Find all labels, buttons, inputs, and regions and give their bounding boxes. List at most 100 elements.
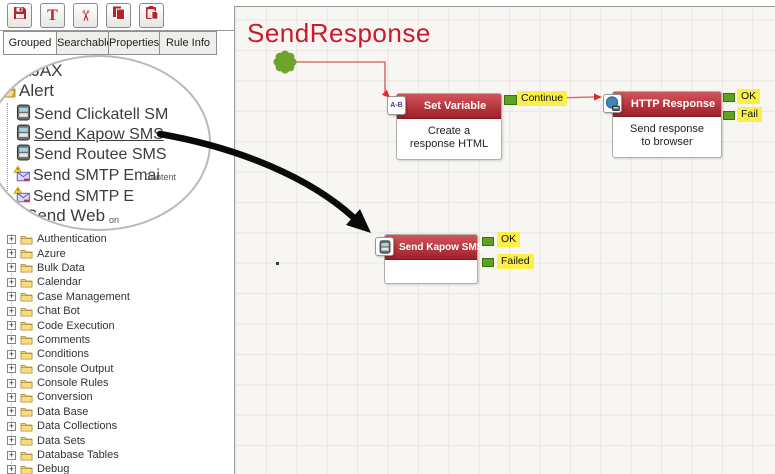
save-icon: [12, 5, 28, 26]
node-set-variable[interactable]: A-B Set Variable Create a response HTML: [387, 93, 502, 160]
tab-grouped[interactable]: Grouped: [3, 31, 57, 55]
folder-icon: [20, 349, 33, 360]
tree-row-label: Database Tables: [37, 449, 119, 462]
expander-plus-icon[interactable]: +: [7, 406, 16, 417]
folder-icon: [20, 421, 33, 432]
expander-plus-icon[interactable]: +: [7, 291, 16, 302]
tree-item-send-clickatell[interactable]: Send Clickatell SM: [16, 104, 168, 126]
tree-item-send-smtp-e[interactable]: Send SMTP E: [13, 186, 134, 208]
output-connector[interactable]: [504, 95, 517, 105]
tree-guide-line: [7, 103, 8, 227]
tree-row[interactable]: + Chat Bot: [0, 304, 232, 318]
tree-row[interactable]: + Code Execution: [0, 318, 232, 332]
folder-icon: [20, 320, 33, 331]
canvas-stray-dot: [276, 262, 279, 265]
output-connector[interactable]: [723, 111, 735, 120]
tree-row[interactable]: + Data Sets: [0, 433, 232, 447]
expander-plus-icon[interactable]: +: [7, 305, 16, 316]
expander-plus-icon[interactable]: +: [7, 248, 16, 259]
ab-icon: A-B: [390, 102, 403, 109]
background-text-fragment: on: [109, 215, 120, 225]
tree-row-label: Console Output: [37, 362, 114, 375]
edge-label-continue: Continue: [517, 91, 568, 106]
folder-icon: [20, 406, 33, 417]
sms-phone-icon: [16, 144, 31, 166]
node-title: Send Kapow SMS: [385, 235, 483, 260]
tree-row[interactable]: + Data Base: [0, 405, 232, 419]
folder-icon: [20, 363, 33, 374]
copy-button[interactable]: [106, 3, 131, 28]
output-connector[interactable]: [723, 93, 735, 102]
tree-row[interactable]: + Console Output: [0, 362, 232, 376]
expander-plus-icon[interactable]: +: [7, 391, 16, 402]
tree-item-send-routee-sms[interactable]: Send Routee SMS: [16, 144, 167, 166]
expander-plus-icon[interactable]: +: [7, 363, 16, 374]
tree-row[interactable]: + Console Rules: [0, 376, 232, 390]
folder-icon: [20, 291, 33, 302]
tree-row-label: Comments: [37, 333, 91, 346]
tab-searchable[interactable]: Searchable: [56, 31, 113, 55]
expander-plus-icon[interactable]: +: [7, 334, 16, 345]
expander-plus-icon[interactable]: +: [7, 320, 16, 331]
tab-bar: Grouped Searchable Properties Rule Info: [3, 31, 217, 55]
tree-item-send-smtp-email[interactable]: Send SMTP Emai: [13, 165, 160, 187]
save-button[interactable]: [7, 3, 32, 28]
cut-button[interactable]: ✂: [73, 3, 98, 28]
node-send-kapow-sms[interactable]: Send Kapow SMS: [375, 234, 483, 284]
expander-plus-icon[interactable]: +: [7, 262, 16, 273]
folder-icon: [20, 262, 33, 273]
node-http-response[interactable]: HTTP Response Send response to browser: [603, 91, 722, 158]
folder-icon: [20, 277, 33, 288]
folder-icon: [20, 334, 33, 345]
tree-row-label: Conditions: [37, 348, 89, 361]
sms-phone-icon: [375, 237, 394, 256]
open-folder-icon: [0, 85, 16, 98]
node-description: [385, 260, 477, 266]
tree-row[interactable]: + Azure: [0, 246, 232, 260]
tab-properties[interactable]: Properties: [108, 31, 160, 55]
expander-plus-icon[interactable]: +: [7, 449, 16, 460]
globe-icon: [603, 94, 622, 113]
expander-plus-icon[interactable]: +: [7, 420, 16, 431]
tree-item-send-kapow-sms[interactable]: Send Kapow SMS: [16, 124, 164, 146]
tree-row[interactable]: + Database Tables: [0, 448, 232, 462]
output-connector[interactable]: [482, 258, 494, 267]
node-description: Create a response HTML: [409, 125, 489, 150]
tree-row[interactable]: + Bulk Data: [0, 261, 232, 275]
tree-row-label: Code Execution: [37, 319, 115, 332]
tree-category-ajax[interactable]: AJAX: [20, 61, 63, 80]
tree-row[interactable]: + Data Collections: [0, 419, 232, 433]
flow-title: SendResponse: [247, 18, 431, 48]
tab-rule-info[interactable]: Rule Info: [159, 31, 217, 55]
expander-plus-icon[interactable]: +: [7, 348, 16, 359]
tree-row[interactable]: + Comments: [0, 333, 232, 347]
tree-row-label: Authentication: [37, 233, 107, 246]
text-icon: T: [47, 6, 58, 24]
expander-plus-icon[interactable]: +: [7, 233, 16, 244]
tree-row[interactable]: + Conversion: [0, 390, 232, 404]
tree-row[interactable]: + Calendar: [0, 275, 232, 289]
expander-plus-icon[interactable]: +: [7, 463, 16, 474]
text-button[interactable]: T: [40, 3, 65, 28]
tree-category-alert[interactable]: Alert: [0, 81, 54, 101]
expander-plus-icon[interactable]: +: [7, 276, 16, 287]
sms-phone-icon: [16, 124, 31, 146]
folder-icon: [20, 464, 33, 474]
smtp-email-icon: [13, 186, 30, 208]
paste-button[interactable]: [139, 3, 164, 28]
expander-plus-icon[interactable]: +: [7, 435, 16, 446]
folder-icon: [20, 392, 33, 403]
category-tree: + Authentication +: [0, 232, 232, 474]
smtp-email-icon: [13, 165, 30, 187]
background-text-fragment: l Content: [140, 172, 177, 182]
tree-row[interactable]: + Case Management: [0, 290, 232, 304]
output-connector[interactable]: [482, 237, 494, 246]
expander-plus-icon[interactable]: +: [7, 377, 16, 388]
tree-row[interactable]: + Authentication: [0, 232, 232, 246]
tree-row[interactable]: + Debug: [0, 462, 232, 474]
tree-item-send-web[interactable]: Send Web: [26, 206, 106, 225]
copy-icon: [111, 5, 127, 26]
folder-icon: [20, 306, 33, 317]
tree-row[interactable]: + Conditions: [0, 347, 232, 361]
